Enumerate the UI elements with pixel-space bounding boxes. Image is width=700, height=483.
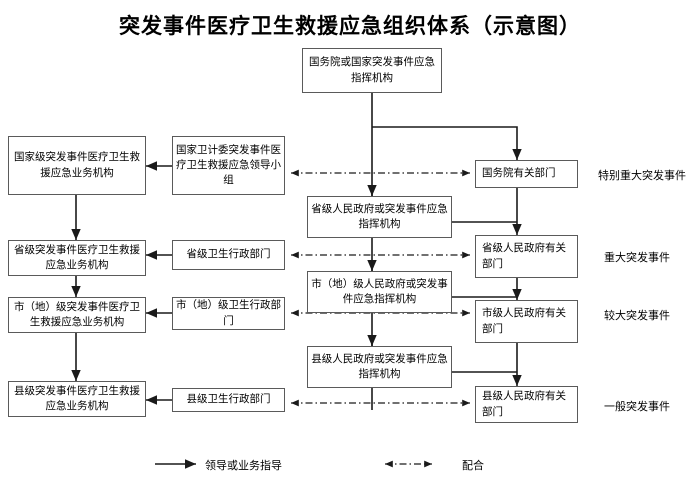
event-level-label-3: 较大突发事件 — [604, 309, 670, 322]
node-city-health-admin[interactable]: 市（地）级卫生行政部门 — [172, 297, 285, 330]
node-county-command[interactable]: 县级人民政府或突发事件应急指挥机构 — [307, 346, 452, 388]
node-province-business[interactable]: 省级突发事件医疗卫生救援应急业务机构 — [8, 240, 146, 276]
node-city-gov-depts[interactable]: 市级人民政府有关部门 — [475, 300, 578, 343]
node-state-council-depts[interactable]: 国务院有关部门 — [475, 160, 578, 188]
event-level-label-2: 重大突发事件 — [604, 251, 670, 264]
node-top-command[interactable]: 国务院或国家突发事件应急指挥机构 — [302, 48, 442, 93]
node-national-business[interactable]: 国家级突发事件医疗卫生救援应急业务机构 — [8, 136, 146, 195]
page-title: 突发事件医疗卫生救援应急组织体系（示意图） — [119, 13, 581, 38]
connector-top-to-statecouncil — [372, 126, 522, 160]
node-county-health-admin[interactable]: 县级卫生行政部门 — [172, 388, 285, 412]
event-level-label-4: 一般突发事件 — [604, 400, 670, 413]
node-province-gov-depts[interactable]: 省级人民政府有关部门 — [475, 235, 578, 278]
node-province-command[interactable]: 省级人民政府或突发事件应急指挥机构 — [307, 196, 452, 238]
node-national-leadgroup[interactable]: 国家卫计委突发事件医疗卫生救援应急领导小组 — [172, 136, 285, 195]
event-level-label-1: 特别重大突发事件 — [598, 169, 686, 182]
legend-solid-label: 领导或业务指导 — [205, 459, 282, 472]
legend-dashed-label: 配合 — [462, 459, 484, 472]
node-city-command[interactable]: 市（地）级人民政府或突发事件应急指挥机构 — [307, 271, 452, 313]
node-city-business[interactable]: 市（地）级突发事件医疗卫生救援应急业务机构 — [8, 297, 146, 333]
node-county-business[interactable]: 县级突发事件医疗卫生救援应急业务机构 — [8, 381, 146, 417]
node-province-health-admin[interactable]: 省级卫生行政部门 — [172, 240, 285, 270]
node-county-gov-depts[interactable]: 县级人民政府有关部门 — [475, 386, 578, 423]
